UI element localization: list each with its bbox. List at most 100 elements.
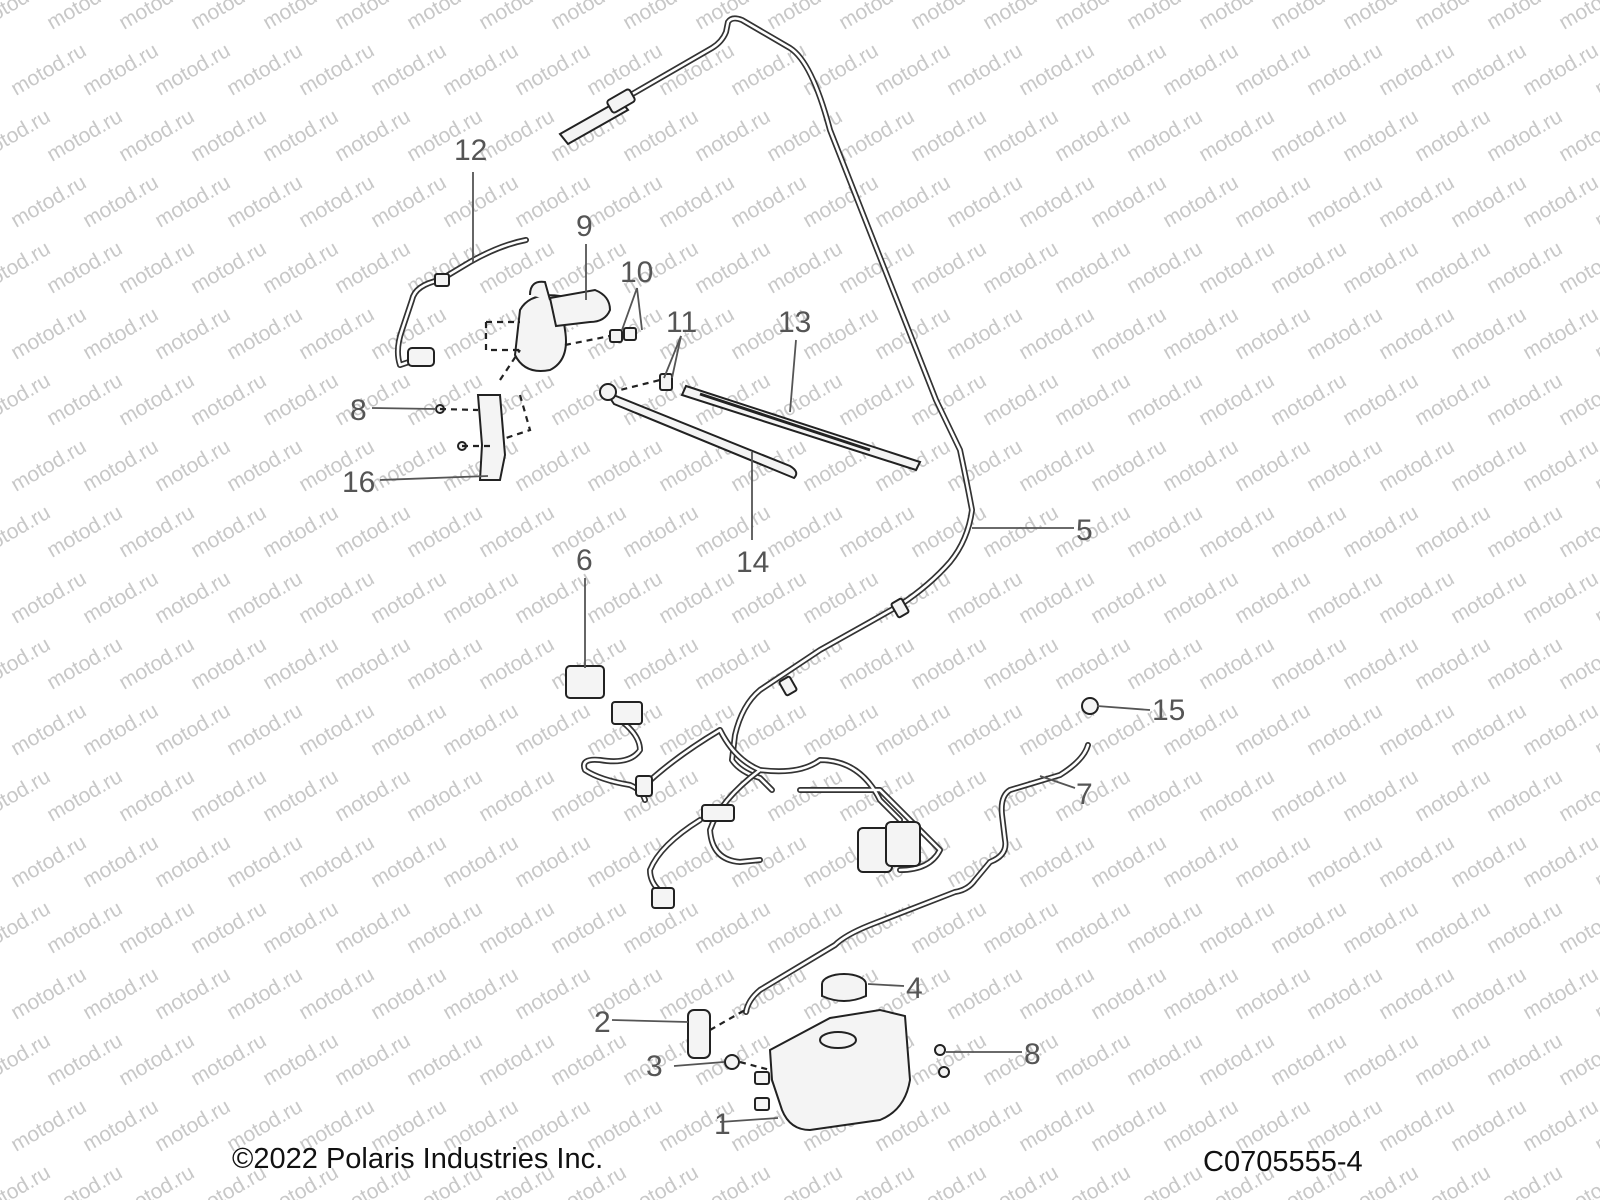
watermark-text: motod.ru (1411, 1029, 1494, 1090)
watermark-text: motod.ru (1159, 831, 1242, 892)
watermark-text: motod.ru (727, 963, 810, 1024)
watermark-text: motod.ru (295, 963, 378, 1024)
watermark-text: motod.ru (979, 369, 1062, 430)
watermark-text: motod.ru (1087, 171, 1170, 232)
wiring-harness-6 (565, 665, 943, 909)
watermark-text: motod.ru (1087, 963, 1170, 1024)
watermark-text: motod.ru (187, 1029, 270, 1090)
watermark-text: motod.ru (1195, 1029, 1278, 1090)
watermark-text: motod.ru (331, 897, 414, 958)
watermark-text: motod.ru (79, 1095, 162, 1156)
watermark-text: motod.ru (0, 369, 54, 430)
watermark-text: motod.ru (1447, 831, 1530, 892)
watermark-text: motod.ru (259, 633, 342, 694)
watermark-text: motod.ru (979, 897, 1062, 958)
watermark-text: motod.ru (979, 501, 1062, 562)
watermark-text: motod.ru (115, 105, 198, 166)
watermark-text: motod.ru (943, 171, 1026, 232)
watermark-text: motod.ru (79, 435, 162, 496)
watermark-text: motod.ru (331, 105, 414, 166)
watermark-text: motod.ru (835, 105, 918, 166)
watermark-text: motod.ru (943, 303, 1026, 364)
watermark-text: motod.ru (1267, 501, 1350, 562)
wiper-arm-14-icon (603, 389, 798, 480)
watermark-text: motod.ru (1483, 1029, 1566, 1090)
watermark-text: motod.ru (1411, 501, 1494, 562)
watermark-text: motod.ru (367, 171, 450, 232)
watermark-text: motod.ru (1447, 567, 1530, 628)
watermark-text: motod.ru (907, 501, 990, 562)
watermark-text: motod.ru (403, 501, 486, 562)
watermark-text: motod.ru (1375, 699, 1458, 760)
watermark-text: motod.ru (907, 1161, 990, 1200)
washer-hose-5 (558, 15, 975, 793)
watermark-text: motod.ru (439, 831, 522, 892)
watermark-text: motod.ru (1339, 369, 1422, 430)
watermark-text: motod.ru (1087, 303, 1170, 364)
watermark-text: motod.ru (691, 105, 774, 166)
watermark-text: motod.ru (979, 765, 1062, 826)
watermark-text: motod.ru (1411, 1161, 1494, 1200)
watermark-text: motod.ru (943, 39, 1026, 100)
watermark-text: motod.ru (1519, 39, 1600, 100)
watermark-text: motod.ru (943, 1095, 1026, 1156)
watermark-text: motod.ru (763, 0, 846, 34)
watermark-text: motod.ru (1015, 831, 1098, 892)
watermark-text: motod.ru (403, 1029, 486, 1090)
watermark-text: motod.ru (1051, 369, 1134, 430)
watermark-text: motod.ru (1015, 39, 1098, 100)
watermark-text: motod.ru (0, 237, 54, 298)
watermark-text: motod.ru (79, 303, 162, 364)
wiper-motor-assembly (394, 237, 673, 481)
watermark-text: motod.ru (1123, 1161, 1206, 1200)
watermark-text: motod.ru (151, 1095, 234, 1156)
watermark-text: motod.ru (331, 501, 414, 562)
watermark-text: motod.ru (547, 237, 630, 298)
watermark-text: motod.ru (475, 0, 558, 34)
watermark-text: motod.ru (1339, 0, 1422, 34)
watermark-text: motod.ru (475, 765, 558, 826)
watermark-text: motod.ru (1519, 303, 1600, 364)
watermark-text: motod.ru (1231, 831, 1314, 892)
watermark-text: motod.ru (79, 39, 162, 100)
watermark-text: motod.ru (1051, 633, 1134, 694)
watermark-text: motod.ru (43, 765, 126, 826)
watermark-text: motod.ru (43, 897, 126, 958)
watermark-text: motod.ru (367, 435, 450, 496)
watermark-text: motod.ru (907, 765, 990, 826)
watermark-text: motod.ru (1087, 1095, 1170, 1156)
watermark-text: motod.ru (7, 171, 90, 232)
watermark-text: motod.ru (1159, 171, 1242, 232)
watermark-text: motod.ru (1267, 1029, 1350, 1090)
watermark-text: motod.ru (1123, 501, 1206, 562)
watermark-text: motod.ru (691, 633, 774, 694)
watermark-text: motod.ru (7, 435, 90, 496)
watermark-text: motod.ru (979, 0, 1062, 34)
watermark-text: motod.ru (115, 633, 198, 694)
watermark-text: motod.ru (1087, 435, 1170, 496)
watermark-text: motod.ru (943, 963, 1026, 1024)
watermark-text: motod.ru (763, 237, 846, 298)
watermark-text: motod.ru (0, 501, 54, 562)
watermark-text: motod.ru (619, 633, 702, 694)
watermark-text: motod.ru (115, 0, 198, 34)
watermark-text: motod.ru (1447, 303, 1530, 364)
watermark-text: motod.ru (475, 1029, 558, 1090)
watermark-text: motod.ru (79, 699, 162, 760)
watermark-text: motod.ru (403, 633, 486, 694)
watermark-text: motod.ru (1519, 699, 1600, 760)
watermark-text: motod.ru (979, 105, 1062, 166)
watermark-text: motod.ru (403, 765, 486, 826)
watermark-text: motod.ru (7, 1095, 90, 1156)
watermark-text: motod.ru (547, 1029, 630, 1090)
watermark-text: motod.ru (1231, 699, 1314, 760)
callout-6: 6 (576, 544, 593, 577)
watermark-text: motod.ru (331, 369, 414, 430)
watermark-text: motod.ru (1483, 633, 1566, 694)
watermark-text: motod.ru (1519, 567, 1600, 628)
watermark-text: motod.ru (655, 567, 738, 628)
watermark-text: motod.ru (1051, 0, 1134, 34)
watermark-text: motod.ru (115, 1161, 198, 1200)
watermark-text: motod.ru (1519, 1095, 1600, 1156)
